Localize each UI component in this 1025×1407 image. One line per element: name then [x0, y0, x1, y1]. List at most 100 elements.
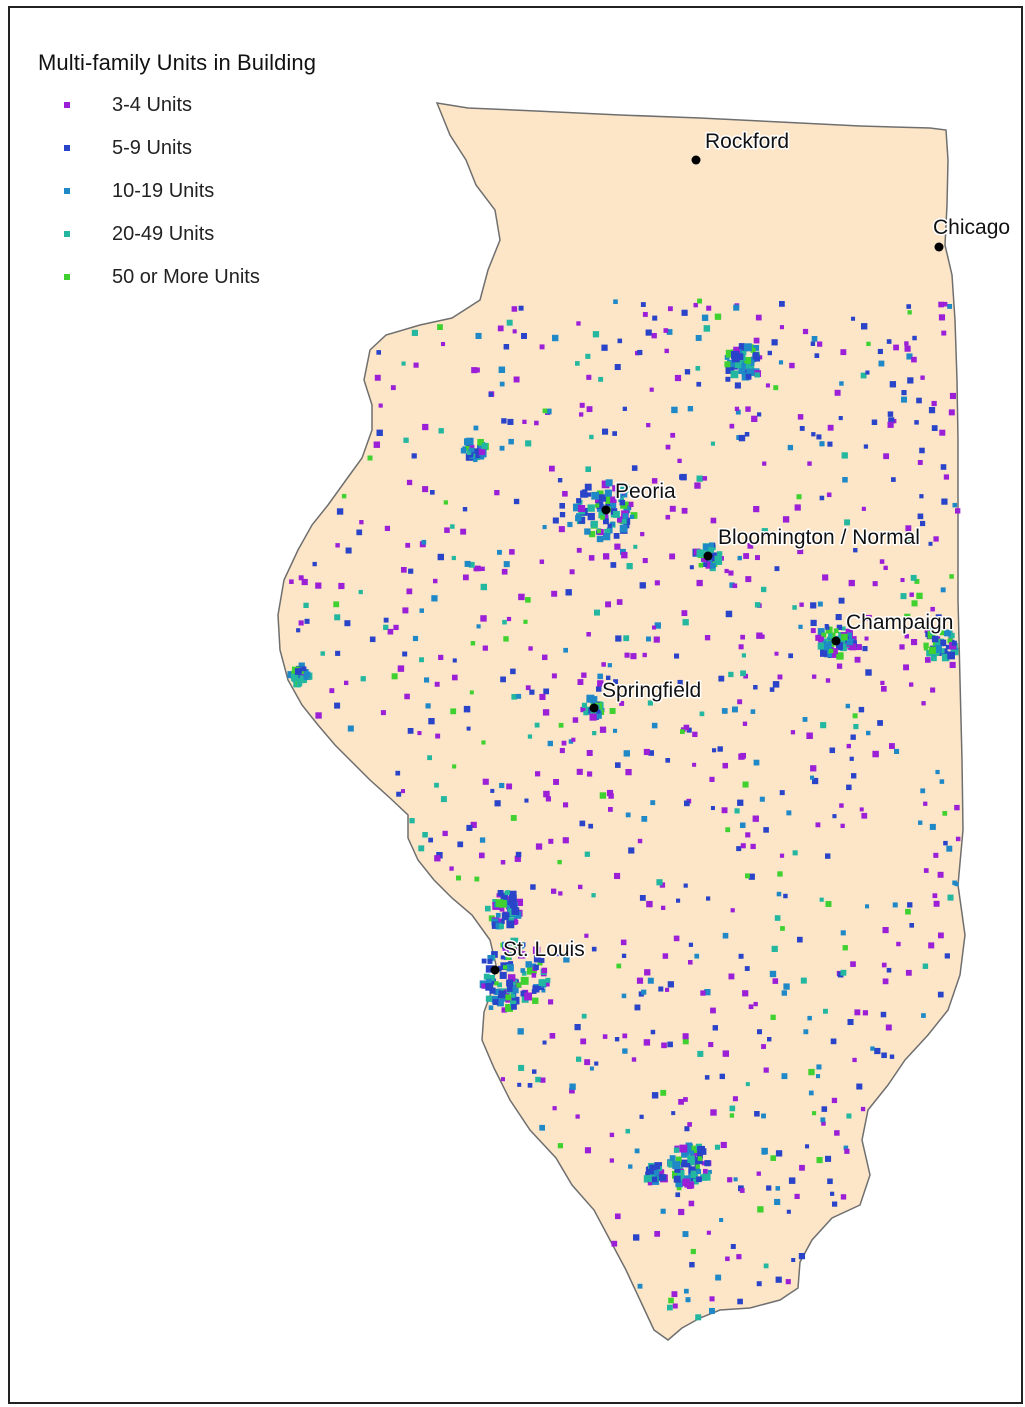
- housing-point: [756, 632, 763, 639]
- housing-point: [714, 313, 722, 320]
- housing-point: [728, 973, 735, 980]
- housing-point: [512, 329, 517, 334]
- housing-point: [939, 429, 946, 436]
- housing-point: [538, 979, 546, 987]
- housing-point: [531, 989, 537, 994]
- housing-point: [819, 495, 825, 501]
- housing-point: [503, 636, 509, 642]
- housing-point: [712, 748, 717, 753]
- housing-point: [944, 629, 951, 637]
- housing-point: [520, 976, 529, 985]
- housing-point: [782, 516, 790, 523]
- housing-point: [933, 900, 940, 907]
- housing-point: [589, 531, 596, 538]
- housing-point: [591, 893, 596, 898]
- housing-point: [620, 548, 626, 555]
- housing-point: [931, 655, 937, 662]
- housing-point: [799, 1164, 805, 1171]
- housing-point: [671, 1111, 676, 1116]
- housing-point: [463, 574, 469, 581]
- legend-label: 5-9 Units: [112, 136, 193, 159]
- housing-point: [580, 706, 586, 713]
- housing-point: [696, 549, 705, 558]
- housing-point: [703, 543, 710, 551]
- housing-point: [812, 674, 817, 679]
- housing-point: [775, 1186, 781, 1191]
- city-label: Bloomington / Normal: [718, 526, 920, 549]
- housing-point: [688, 942, 694, 947]
- housing-point: [737, 555, 742, 561]
- housing-point: [704, 989, 711, 996]
- housing-point: [928, 407, 936, 414]
- housing-point: [648, 492, 653, 497]
- housing-point: [724, 361, 731, 368]
- housing-point: [540, 1077, 546, 1083]
- housing-point: [779, 301, 785, 307]
- housing-point: [754, 372, 760, 378]
- housing-point: [909, 682, 914, 687]
- housing-point: [829, 632, 836, 639]
- housing-point: [729, 1113, 735, 1118]
- housing-point: [424, 677, 430, 683]
- housing-point: [568, 739, 574, 744]
- housing-point: [545, 982, 550, 987]
- housing-point: [296, 680, 303, 687]
- housing-point: [904, 613, 911, 620]
- housing-point: [601, 480, 610, 489]
- housing-point: [636, 977, 644, 984]
- housing-point: [518, 942, 525, 949]
- housing-point: [509, 897, 515, 903]
- housing-point: [588, 823, 594, 829]
- housing-point: [939, 648, 945, 654]
- housing-point: [738, 434, 746, 442]
- housing-point: [480, 583, 488, 591]
- housing-point: [753, 352, 759, 358]
- housing-point: [849, 756, 854, 761]
- housing-point: [551, 888, 557, 894]
- housing-point: [586, 750, 593, 756]
- housing-point: [467, 439, 474, 446]
- housing-point: [298, 575, 304, 581]
- housing-point: [580, 1038, 587, 1045]
- housing-point: [904, 634, 909, 639]
- housing-point: [819, 441, 825, 447]
- housing-point: [584, 1059, 591, 1066]
- housing-point: [494, 490, 500, 496]
- legend-item-5-9: 5-9 Units: [64, 135, 192, 161]
- housing-point: [891, 477, 896, 482]
- housing-point: [738, 644, 744, 650]
- housing-point: [735, 409, 741, 415]
- housing-point: [688, 960, 693, 965]
- housing-point: [910, 574, 917, 581]
- housing-point: [473, 457, 478, 463]
- housing-point: [596, 490, 604, 498]
- housing-point: [589, 713, 597, 721]
- housing-point: [696, 1169, 702, 1175]
- housing-point: [916, 397, 922, 404]
- housing-point: [825, 678, 831, 683]
- housing-point: [430, 490, 435, 495]
- housing-point: [347, 725, 354, 732]
- housing-point: [682, 1231, 689, 1238]
- housing-point: [595, 496, 602, 504]
- housing-point: [434, 782, 439, 788]
- legend-label: 10-19 Units: [112, 179, 215, 202]
- housing-point: [766, 1185, 772, 1191]
- housing-point: [785, 1279, 791, 1285]
- housing-point: [646, 636, 651, 642]
- housing-point: [938, 301, 944, 308]
- housing-point: [584, 1147, 592, 1154]
- housing-point: [815, 822, 821, 828]
- housing-point: [774, 566, 780, 572]
- housing-point: [923, 868, 929, 873]
- housing-point: [475, 453, 481, 459]
- housing-point: [591, 946, 597, 952]
- housing-point: [303, 602, 309, 609]
- housing-point: [920, 788, 926, 794]
- housing-point: [480, 566, 485, 572]
- housing-point: [506, 920, 515, 929]
- city-marker: [601, 505, 611, 515]
- housing-point: [696, 1176, 702, 1183]
- housing-point: [602, 1034, 608, 1039]
